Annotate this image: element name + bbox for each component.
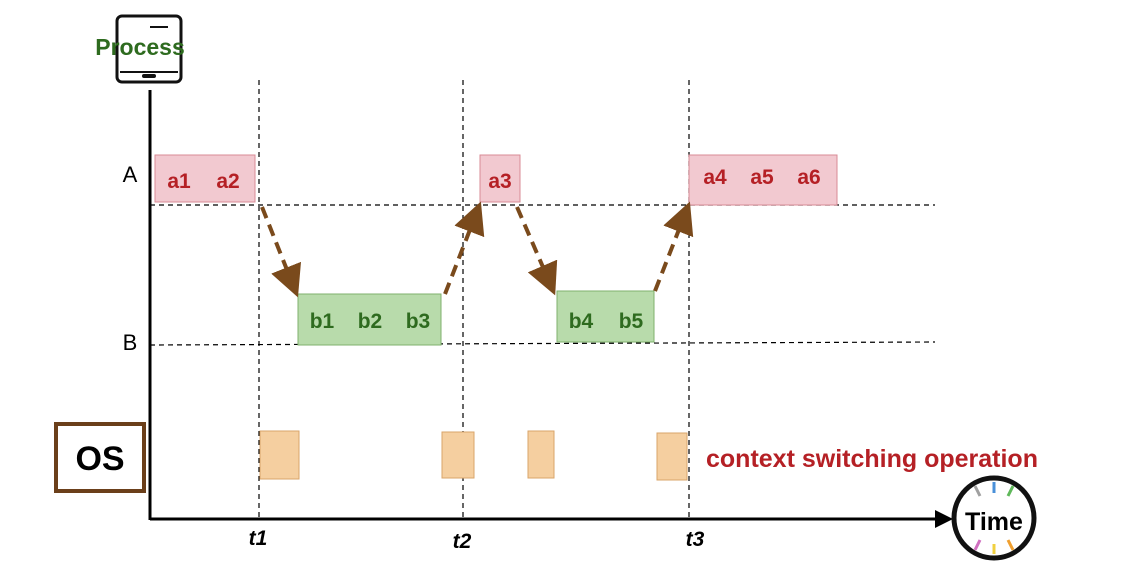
time-tick-label: t2 (453, 530, 472, 553)
context-switch-arrow (443, 201, 485, 295)
context-switch-arrow (653, 201, 694, 292)
task-label: a2 (216, 170, 239, 193)
task-label: a5 (750, 166, 774, 189)
context-switch-legend: context switching operation (706, 445, 1038, 473)
os-switch-block (527, 430, 555, 479)
task-label: b3 (406, 310, 431, 333)
context-switch-arrow (515, 206, 558, 296)
time-axis-label: Time (965, 508, 1023, 536)
row-label-b: B (123, 330, 138, 355)
task-label: b5 (619, 310, 644, 333)
task-label: b4 (569, 310, 594, 333)
process-a-block: a3 (479, 154, 521, 203)
os-switch-block (259, 430, 300, 480)
time-tick-label: t3 (686, 528, 705, 551)
task-label: b2 (358, 310, 383, 333)
task-label: a1 (167, 170, 191, 193)
process-b-block: b4 b5 (556, 290, 655, 343)
os-label: OS (75, 440, 124, 478)
time-tick-label: t1 (249, 527, 268, 550)
process-a-block: a4 a5 a6 (688, 154, 838, 206)
task-label: a6 (797, 166, 820, 189)
process-b-block: b1 b2 b3 (297, 293, 442, 346)
context-switch-arrow (260, 206, 302, 298)
process-axis-label: Process (95, 34, 185, 60)
task-label: a3 (488, 170, 511, 193)
os-switch-block (441, 431, 475, 479)
process-a-block: a1 a2 (154, 154, 256, 203)
row-b-line (149, 341, 936, 346)
row-label-a: A (123, 162, 138, 187)
clock-icon (951, 475, 1037, 561)
task-label: b1 (310, 310, 335, 333)
os-switch-block (656, 432, 688, 481)
tablet-icon (115, 14, 183, 84)
os-box: OS (54, 422, 146, 493)
task-label: a4 (703, 166, 727, 189)
